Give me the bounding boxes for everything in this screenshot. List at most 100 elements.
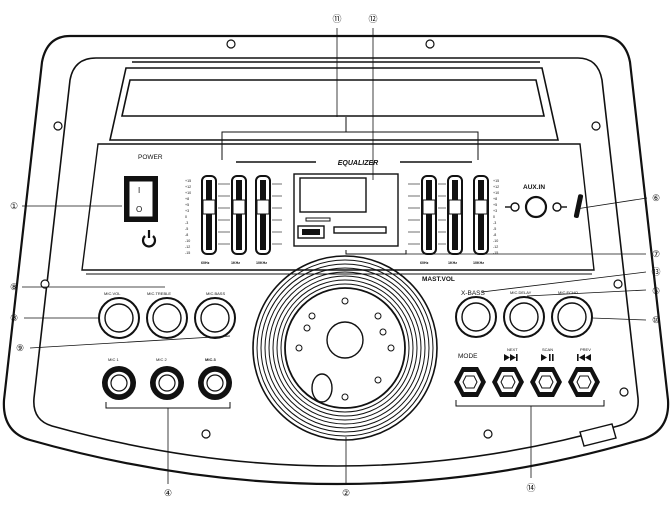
mode-button[interactable] [454,367,486,397]
callout-8: ⑧ [10,282,18,292]
svg-text:+10: +10 [493,191,499,195]
left-freq-10khz: 10KHz [256,261,267,265]
callout-7: ⑦ [652,249,660,259]
svg-text:-10: -10 [185,239,190,243]
right-freq-1khz: 1KHz [448,261,457,265]
aux-side-slot [573,194,584,218]
scan-label: SCAN [542,347,553,352]
svg-text:-5: -5 [493,227,496,231]
prev-label: PREV [580,347,591,352]
leader-lines [22,28,648,484]
indicator-slot [305,217,331,222]
svg-text:-3: -3 [185,221,188,225]
svg-text:-8: -8 [493,233,496,237]
eq-slider-right-10khz[interactable] [473,175,489,255]
master-volume-knob[interactable] [252,255,438,441]
aux-led-right [552,202,567,212]
eq-slider-right-1khz[interactable] [447,175,463,255]
eq-slider-right-60hz[interactable] [421,175,437,255]
svg-text:+12: +12 [185,185,191,189]
mic1-label: MIC 1 [108,357,119,362]
callout-9: ⑨ [16,343,24,353]
eq-slider-left-60hz[interactable] [201,175,217,255]
mic-echo-label: MIC.ECHO [558,290,578,295]
battery-latch [579,423,617,447]
x-bass-label: X-BASS [461,290,486,297]
svg-text:-15: -15 [185,251,190,255]
usb-port[interactable] [297,225,325,239]
svg-text:+5: +5 [493,203,497,207]
handle [109,61,559,141]
svg-text:+3: +3 [493,209,497,213]
right-eq-scale: +15 +12 +10 +8 +5 +3 0 -3 -5 -8 -10 -12 … [493,179,499,255]
mic-jacks-bracket [105,402,231,409]
next-label: NEXT [507,347,518,352]
mic-treble-label: MIC.TREBLE [147,291,171,296]
callout-14: ⑭ [526,483,535,493]
eq-slider-left-10khz[interactable] [255,175,271,255]
callout-11: ⑪ [332,14,341,24]
right-slider-ticks [408,183,446,245]
control-plate [81,143,595,271]
right-freq-60hz: 60Hz [420,261,429,265]
next-icon [504,354,518,361]
knob-dimples [295,297,395,401]
master-volume-label: MAST.VOL [422,276,455,283]
callout-2: ② [342,488,350,498]
left-freq-60hz: 60Hz [201,261,210,265]
svg-text:+12: +12 [493,185,499,189]
play-pause-icon [541,354,554,361]
mic-delay-label: MIC.DELAY [510,290,532,295]
module-bracket [345,250,407,255]
right-freq-10khz: 10KHz [473,261,484,265]
svg-text:+10: +10 [185,191,191,195]
svg-text:-15: -15 [493,251,498,255]
svg-text:+8: +8 [185,197,189,201]
aux-led-left [505,202,520,212]
svg-text:0: 0 [493,215,495,219]
svg-text:-10: -10 [493,239,498,243]
mic2-jack[interactable] [150,366,184,400]
left-slider-ticks [218,183,282,245]
svg-text:+5: +5 [185,203,189,207]
eq-slider-left-1khz[interactable] [231,175,247,255]
prev-icon [577,354,591,361]
mic3-jack[interactable] [198,366,232,400]
svg-text:-3: -3 [493,221,496,225]
aux-in-label: AUX.IN [523,184,545,191]
callout-4: ④ [164,488,172,498]
mic-bass-label: MIC.BASS [206,291,225,296]
aux-in-jack[interactable] [524,195,548,219]
power-switch[interactable]: I O [124,176,158,222]
svg-text:+3: +3 [185,209,189,213]
next-button[interactable] [492,367,524,397]
housing-inner [33,57,639,467]
svg-text:-12: -12 [493,245,498,249]
housing-outer [2,34,670,486]
callout-3: ③ [10,313,18,323]
screws [40,39,629,439]
mic-vol-label: MIC.VOL [104,291,121,296]
equalizer-bracket [221,131,479,160]
callout-5: ⑤ [652,286,660,296]
display-module [293,173,399,247]
callout-12: ⑫ [368,14,377,24]
mic1-jack[interactable] [102,366,136,400]
svg-text:-12: -12 [185,245,190,249]
prev-button[interactable] [568,367,600,397]
svg-text:-5: -5 [185,227,188,231]
power-label: POWER [138,154,163,161]
sd-card-slot[interactable] [333,226,387,234]
mic3-label: MIC.3 [205,357,216,362]
callout-13: ⑬ [651,267,660,277]
svg-text:-8: -8 [185,233,188,237]
mic2-label: MIC 2 [156,357,167,362]
callout-10: ⑩ [652,315,660,325]
svg-text:0: 0 [185,215,187,219]
scan-play-pause-button[interactable] [530,367,562,397]
callout-6: ⑥ [652,193,660,203]
power-icon [141,230,157,248]
mode-label: MODE [458,353,478,360]
svg-text:+8: +8 [493,197,497,201]
